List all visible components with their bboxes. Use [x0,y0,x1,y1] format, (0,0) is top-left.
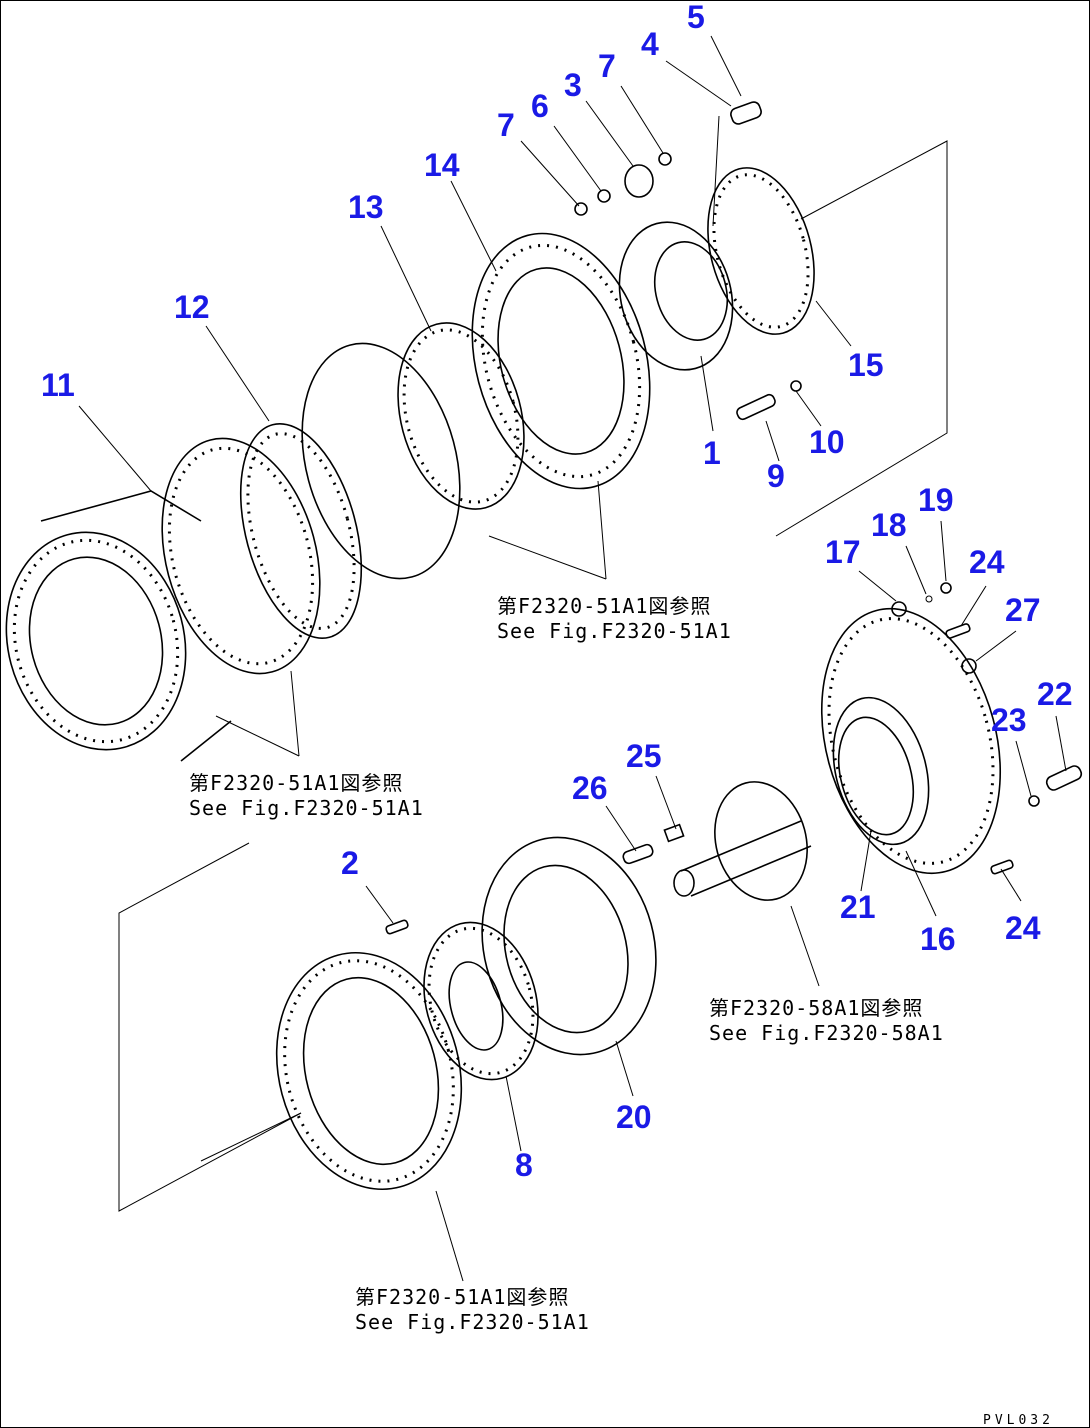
callout-numbers: 11 12 13 14 7 6 3 7 4 5 1 9 10 15 17 18 … [41,1,1073,1183]
callout-9: 9 [767,458,785,494]
callout-11: 11 [41,367,75,403]
part-16-cover [820,607,1002,875]
callout-18: 18 [871,507,907,543]
small-parts-right [891,582,1083,875]
callout-25: 25 [626,738,662,774]
part-1-gear-housing [618,221,734,371]
callout-10: 10 [809,424,845,460]
callout-23: 23 [991,702,1027,738]
callout-13: 13 [348,189,384,225]
part-12-plate [161,422,363,675]
callout-14: 14 [424,147,460,183]
reference-en-1: See Fig.F2320-51A1 [497,619,732,643]
part-15-ring-gear [707,167,815,335]
figure-references: 第F2320-51A1図参照 See Fig.F2320-51A1 第F2320… [189,594,944,1334]
part-14-carrier [471,232,651,490]
callout-27: 27 [1005,592,1041,628]
callout-21: 21 [840,889,876,925]
callout-7b: 7 [598,48,616,84]
part-13-disc [301,322,525,580]
reference-en-2: See Fig.F2320-51A1 [189,796,424,820]
reference-jp-1: 第F2320-51A1図参照 [497,594,711,618]
group-bracket-lines [118,140,948,1212]
callout-20: 20 [616,1099,652,1135]
callout-15: 15 [848,347,884,383]
part-8-gear [423,921,539,1081]
callout-16: 16 [920,921,956,957]
reference-jp-2: 第F2320-51A1図参照 [189,771,403,795]
callout-24b: 24 [1005,910,1041,946]
callout-2: 2 [341,845,359,881]
callout-1: 1 [703,435,721,471]
part-11-housing [5,490,232,762]
callout-19: 19 [918,482,954,518]
part-20-seal [481,836,657,1056]
callout-3: 3 [564,67,582,103]
reference-en-3: See Fig.F2320-58A1 [709,1021,944,1045]
callout-26: 26 [572,770,608,806]
callout-4: 4 [641,26,659,62]
bottom-plate [275,919,463,1191]
shaft-hub [622,781,812,901]
reference-jp-4: 第F2320-51A1図参照 [355,1285,569,1309]
drawing-code: PVL032 [983,1413,1054,1428]
callout-5: 5 [687,1,705,35]
callout-22: 22 [1037,676,1073,712]
callout-6: 6 [531,88,549,124]
leader-lines [78,35,1067,1282]
reference-en-4: See Fig.F2320-51A1 [355,1310,590,1334]
callout-8: 8 [515,1147,533,1183]
callout-17: 17 [825,534,861,570]
reference-jp-3: 第F2320-58A1図参照 [709,996,923,1020]
callout-7a: 7 [497,107,515,143]
callout-24a: 24 [969,544,1005,580]
callout-12: 12 [174,289,210,325]
small-parts-top [574,101,802,421]
